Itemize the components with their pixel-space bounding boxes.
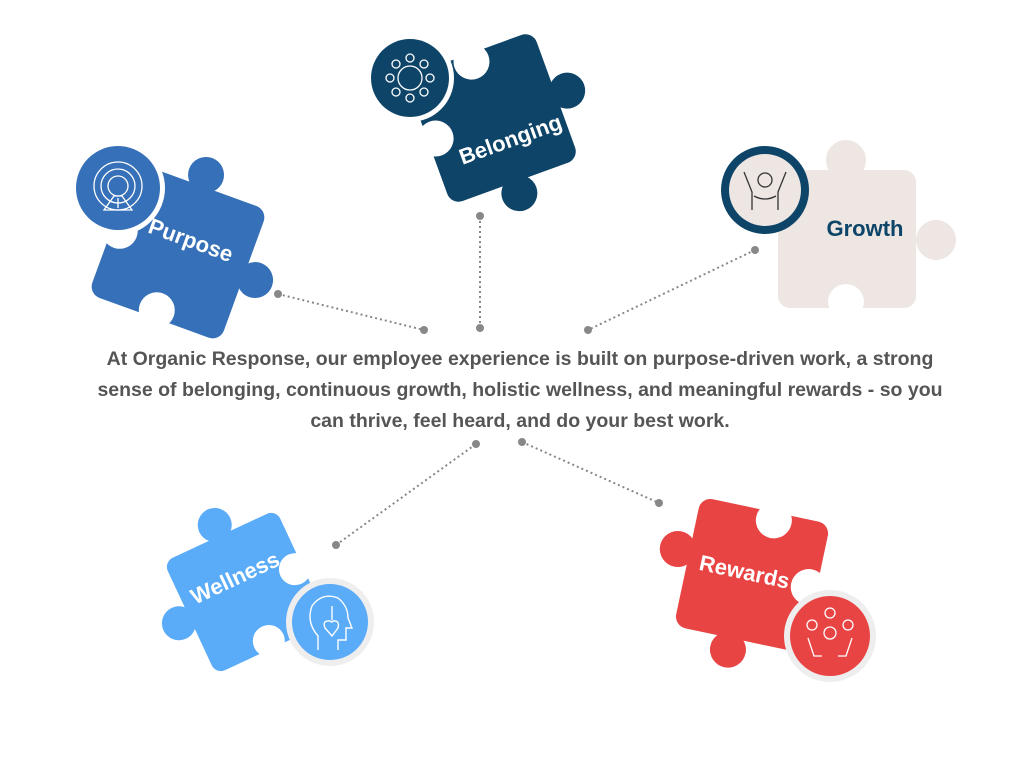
piece-label-growth: Growth xyxy=(827,216,904,241)
puzzle-piece-rewards: Rewards xyxy=(659,498,829,668)
head-heart-plant-icon xyxy=(286,578,374,666)
puzzle-piece-wellness: Wellness xyxy=(161,507,326,672)
people-globe-icon xyxy=(366,34,454,122)
connector-growth xyxy=(587,249,756,331)
puzzle-piece-growth: Growth xyxy=(778,140,956,320)
person-celebrating-icon xyxy=(721,146,809,234)
connector-wellness xyxy=(335,443,477,546)
connectors xyxy=(274,212,759,549)
connector-rewards xyxy=(521,441,660,504)
target-road-icon xyxy=(71,141,165,235)
hands-rewards-icon xyxy=(784,590,876,682)
connector-purpose xyxy=(277,293,425,331)
description-text: At Organic Response, our employee experi… xyxy=(97,348,943,432)
